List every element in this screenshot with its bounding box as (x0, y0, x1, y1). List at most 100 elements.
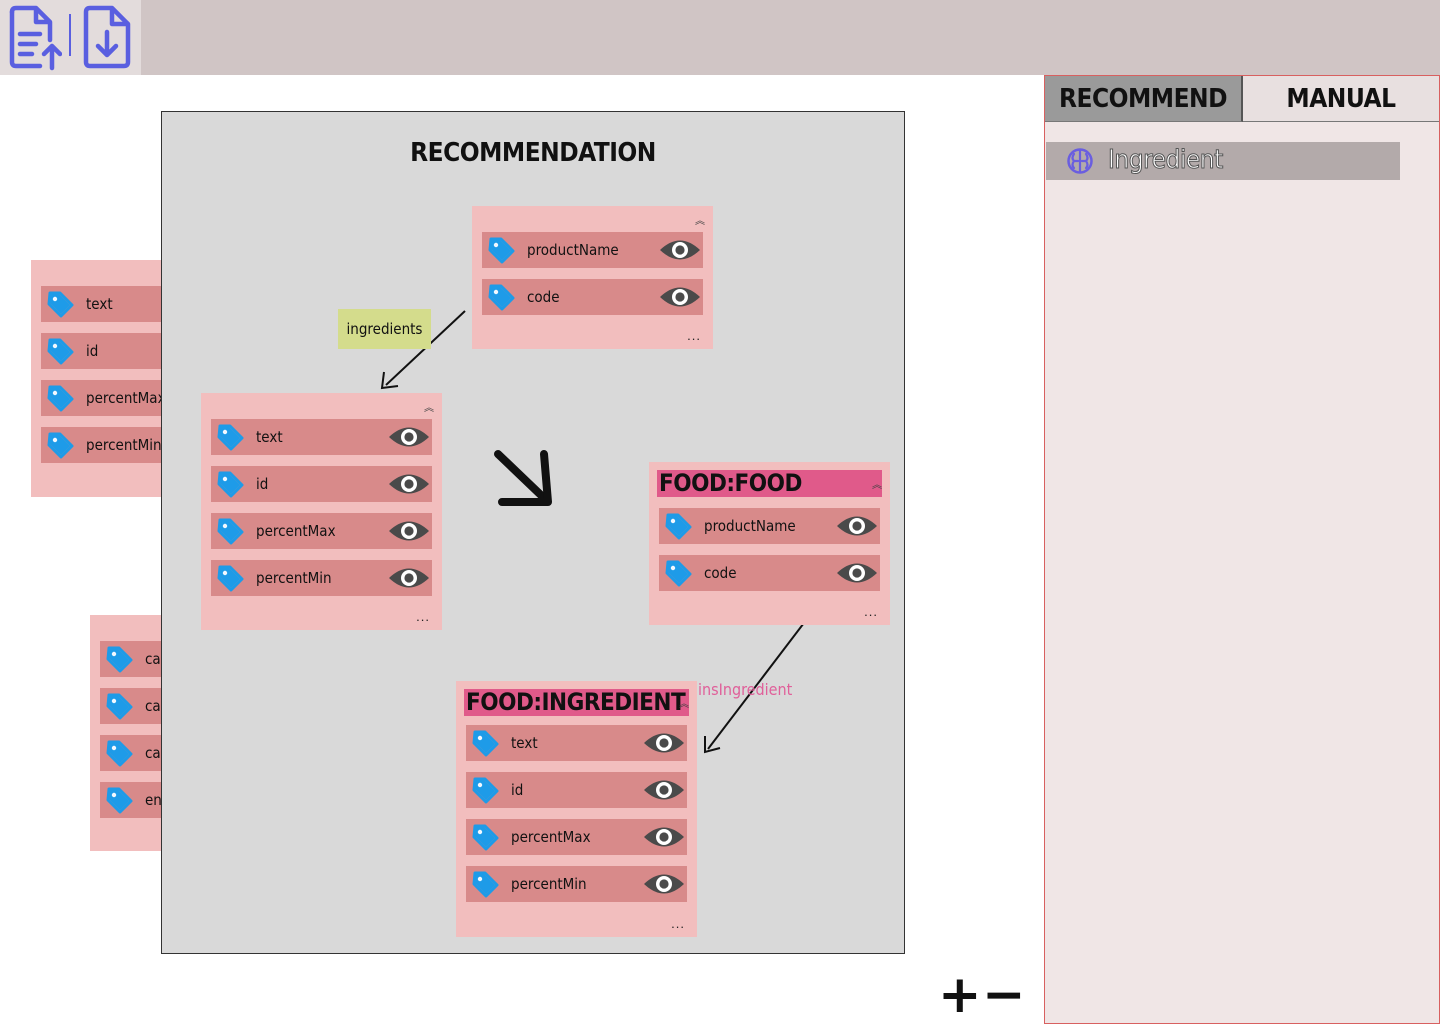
property-label: text (256, 428, 283, 446)
tag-icon (470, 870, 500, 898)
collapse-icon[interactable]: ︽ (872, 480, 882, 491)
tag-icon (215, 423, 245, 451)
property-row[interactable]: code (659, 555, 880, 591)
eye-icon[interactable] (388, 565, 430, 591)
property-label: en (145, 791, 162, 809)
contains-ingredient-edge (707, 614, 811, 750)
tag-icon (486, 283, 516, 311)
eye-icon[interactable] (388, 424, 430, 450)
property-row[interactable]: percentMax (466, 819, 687, 855)
property-row[interactable]: text (466, 725, 687, 761)
tab-recommend[interactable]: RECOMMEND (1045, 76, 1243, 122)
tag-icon (470, 823, 500, 851)
property-row[interactable]: id (41, 333, 181, 369)
more-indicator[interactable]: ... (416, 609, 430, 624)
eye-icon[interactable] (659, 284, 701, 310)
edge-label-ingredients: ingredients (338, 309, 431, 349)
zoom-out-button[interactable]: − (982, 965, 1026, 1024)
property-label: productName (527, 241, 619, 259)
file-upload-icon (9, 5, 63, 71)
property-row[interactable]: productName (482, 232, 703, 268)
property-row[interactable]: percentMin (41, 427, 181, 463)
tag-icon (104, 739, 134, 767)
property-label: percentMax (511, 828, 591, 846)
property-row[interactable]: text (211, 419, 432, 455)
background-node-card[interactable]: text id percentMax percentMin (31, 260, 181, 497)
zoom-in-button[interactable]: + (938, 965, 982, 1024)
tag-icon (104, 692, 134, 720)
collapse-icon[interactable]: ︽ (695, 216, 705, 227)
file-tools (0, 0, 141, 75)
tab-manual[interactable]: MANUAL (1243, 76, 1439, 122)
recommendation-box: RECOMMENDATION ︽ productName code ... (161, 111, 905, 954)
property-label: percentMin (86, 436, 162, 454)
property-label: percentMax (86, 389, 166, 407)
eye-icon[interactable] (643, 730, 685, 756)
collapse-icon[interactable]: ︽ (424, 403, 434, 414)
target-node-card[interactable]: ︽ text id percentMax percentMin .. (201, 393, 442, 630)
property-row[interactable]: id (211, 466, 432, 502)
file-upload-button[interactable] (6, 4, 63, 72)
eye-icon[interactable] (643, 824, 685, 850)
tag-icon (45, 337, 75, 365)
node-title: FOOD:FOOD (657, 470, 882, 497)
property-row[interactable]: id (466, 772, 687, 808)
property-label: text (86, 295, 113, 313)
property-row[interactable]: percentMax (41, 380, 181, 416)
ingredient-node-card[interactable]: FOOD:INGREDIENT ︽ text id percentMax per… (456, 681, 697, 937)
tag-icon (45, 431, 75, 459)
file-download-icon (83, 5, 131, 69)
property-label: id (511, 781, 524, 799)
graph-canvas[interactable]: text id percentMax percentMin cal cal ca… (0, 75, 1044, 1024)
more-indicator[interactable]: ... (864, 604, 878, 619)
property-label: productName (704, 517, 796, 535)
property-label: percentMin (256, 569, 332, 587)
tag-icon (215, 564, 245, 592)
tag-icon (470, 776, 500, 804)
eye-icon[interactable] (836, 560, 878, 586)
panel-item-ingredient[interactable]: Ingredient (1046, 142, 1400, 180)
tag-icon (486, 236, 516, 264)
eye-icon[interactable] (643, 871, 685, 897)
source-node-card[interactable]: ︽ productName code ... (472, 206, 713, 349)
side-panel: RECOMMEND MANUAL Ingredient (1044, 75, 1440, 1024)
file-download-button[interactable] (80, 4, 136, 72)
more-indicator[interactable]: ... (687, 328, 701, 343)
property-row[interactable]: productName (659, 508, 880, 544)
property-label: id (256, 475, 269, 493)
property-label: percentMax (256, 522, 336, 540)
toolbar-divider (69, 14, 71, 56)
more-indicator[interactable]: ... (671, 916, 685, 931)
property-row[interactable]: percentMin (466, 866, 687, 902)
property-label: text (511, 734, 538, 752)
arrow-down-right-icon (494, 450, 552, 506)
property-row[interactable]: percentMax (211, 513, 432, 549)
top-toolbar (0, 0, 1440, 75)
contains-ingredient-arrowhead (704, 736, 721, 754)
tag-icon (663, 512, 693, 540)
property-row[interactable]: percentMin (211, 560, 432, 596)
property-label: cal (145, 744, 165, 762)
food-node-card[interactable]: FOOD:FOOD ︽ productName code ... (649, 462, 890, 625)
eye-icon[interactable] (388, 518, 430, 544)
property-label: cal (145, 697, 165, 715)
property-label: cal (145, 650, 165, 668)
eye-icon[interactable] (836, 513, 878, 539)
property-label: code (704, 564, 737, 582)
collapse-icon[interactable]: ︽ (679, 699, 689, 710)
property-label: percentMin (511, 875, 587, 893)
tag-icon (215, 517, 245, 545)
node-title: FOOD:INGREDIENT (464, 689, 689, 716)
eye-icon[interactable] (659, 237, 701, 263)
eye-icon[interactable] (643, 777, 685, 803)
tag-icon (663, 559, 693, 587)
recommendation-title: RECOMMENDATION (410, 138, 656, 168)
property-row[interactable]: code (482, 279, 703, 315)
tag-icon (104, 786, 134, 814)
property-row[interactable]: text (41, 286, 181, 322)
tag-icon (470, 729, 500, 757)
eye-icon[interactable] (388, 471, 430, 497)
tag-icon (215, 470, 245, 498)
property-label: code (527, 288, 560, 306)
property-label: id (86, 342, 99, 360)
